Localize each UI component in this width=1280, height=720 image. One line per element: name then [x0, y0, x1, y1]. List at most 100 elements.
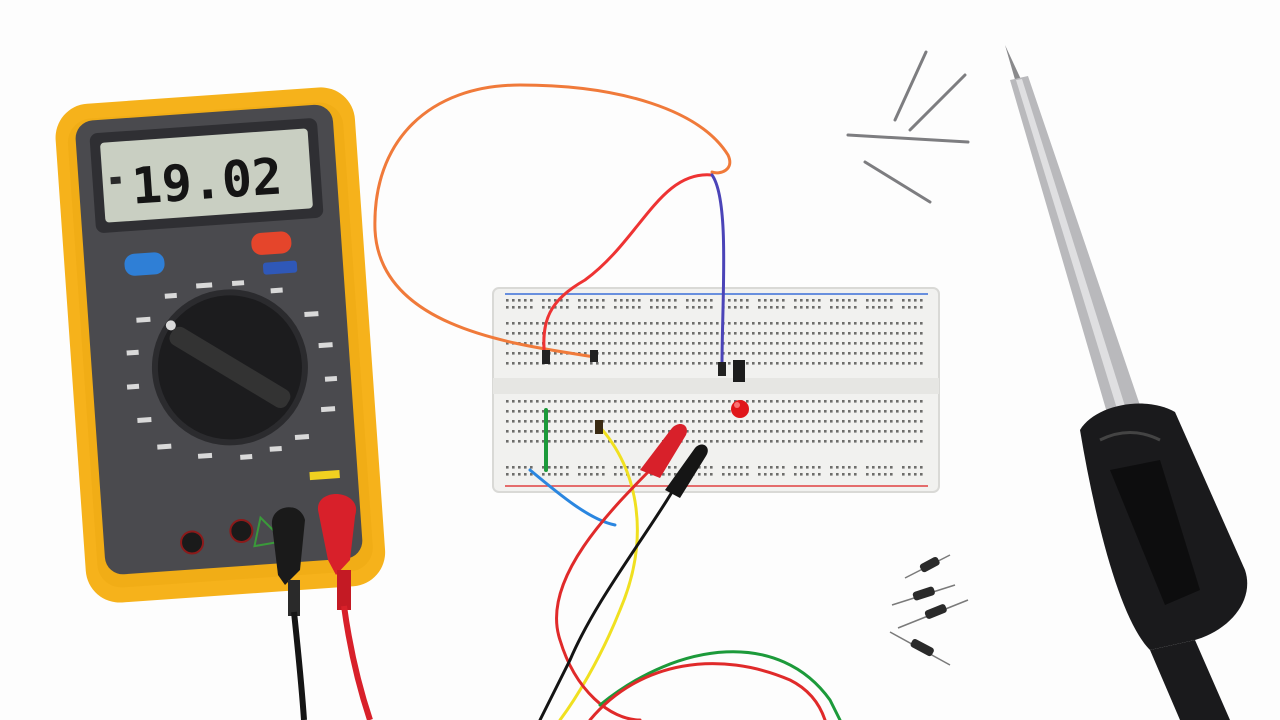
breadboard-hole	[722, 473, 725, 476]
breadboard-hole	[638, 440, 641, 443]
breadboard-hole	[578, 466, 581, 469]
breadboard-hole	[758, 410, 761, 413]
breadboard-hole	[884, 306, 887, 309]
breadboard-hole	[530, 430, 533, 433]
breadboard-hole	[788, 342, 791, 345]
breadboard-hole	[584, 440, 587, 443]
breadboard-hole	[674, 306, 677, 309]
breadboard-hole	[890, 420, 893, 423]
breadboard-hole	[782, 466, 785, 469]
breadboard-hole	[878, 306, 881, 309]
breadboard-hole	[548, 420, 551, 423]
breadboard-hole	[602, 440, 605, 443]
breadboard-hole	[770, 322, 773, 325]
breadboard-hole	[704, 322, 707, 325]
breadboard-hole	[632, 440, 635, 443]
breadboard-hole	[776, 440, 779, 443]
breadboard-hole	[842, 352, 845, 355]
breadboard-hole	[518, 430, 521, 433]
breadboard-hole	[620, 400, 623, 403]
breadboard-hole	[848, 322, 851, 325]
breadboard-hole	[542, 400, 545, 403]
breadboard-hole	[560, 466, 563, 469]
breadboard-hole	[524, 440, 527, 443]
breadboard-hole	[524, 420, 527, 423]
breadboard-hole	[710, 473, 713, 476]
breadboard-hole	[728, 342, 731, 345]
breadboard-hole	[902, 306, 905, 309]
breadboard-hole	[842, 342, 845, 345]
breadboard-hole	[878, 420, 881, 423]
breadboard-hole	[584, 322, 587, 325]
breadboard-hole	[578, 440, 581, 443]
breadboard-hole	[638, 362, 641, 365]
breadboard-hole	[878, 473, 881, 476]
breadboard-hole	[836, 440, 839, 443]
breadboard-hole	[866, 466, 869, 469]
breadboard-hole	[506, 362, 509, 365]
breadboard-hole	[524, 332, 527, 335]
breadboard-hole	[608, 420, 611, 423]
breadboard-hole	[920, 466, 923, 469]
red-button[interactable]	[251, 231, 292, 256]
breadboard-hole	[812, 473, 815, 476]
breadboard-hole	[878, 440, 881, 443]
breadboard-hole	[506, 473, 509, 476]
breadboard-hole	[758, 352, 761, 355]
breadboard-hole	[800, 362, 803, 365]
breadboard-hole	[650, 299, 653, 302]
breadboard-hole	[518, 299, 521, 302]
dial-knob[interactable]	[166, 324, 293, 411]
resistor-4	[910, 639, 934, 657]
breadboard-hole	[860, 332, 863, 335]
breadboard-hole	[878, 342, 881, 345]
breadboard-hole	[902, 362, 905, 365]
breadboard-hole	[776, 473, 779, 476]
breadboard-hole	[878, 466, 881, 469]
breadboard-hole	[554, 362, 557, 365]
voltage-label	[309, 469, 340, 481]
breadboard-hole	[602, 342, 605, 345]
breadboard-hole	[782, 473, 785, 476]
breadboard-hole	[758, 466, 761, 469]
breadboard-hole	[740, 420, 743, 423]
breadboard-hole	[788, 400, 791, 403]
breadboard-hole	[656, 400, 659, 403]
breadboard-hole	[590, 400, 593, 403]
breadboard-hole	[758, 322, 761, 325]
breadboard-hole	[686, 362, 689, 365]
breadboard-hole	[764, 466, 767, 469]
breadboard-hole	[614, 440, 617, 443]
breadboard-hole	[716, 362, 719, 365]
breadboard-hole	[668, 352, 671, 355]
breadboard-hole	[842, 362, 845, 365]
breadboard-hole	[548, 430, 551, 433]
breadboard-hole	[650, 400, 653, 403]
breadboard-hole	[656, 420, 659, 423]
breadboard-hole	[578, 473, 581, 476]
breadboard-hole	[620, 466, 623, 469]
breadboard-hole	[770, 430, 773, 433]
breadboard-hole	[662, 322, 665, 325]
breadboard-hole	[614, 306, 617, 309]
lcd-reading: 19.02	[130, 147, 284, 215]
blue-button[interactable]	[124, 252, 165, 277]
breadboard-hole	[548, 322, 551, 325]
breadboard-hole	[536, 440, 539, 443]
jack-10a[interactable]	[180, 530, 205, 555]
breadboard-hole	[914, 342, 917, 345]
breadboard-hole	[740, 440, 743, 443]
breadboard-hole	[878, 322, 881, 325]
breadboard-hole	[620, 473, 623, 476]
jack-ma[interactable]	[229, 518, 254, 543]
breadboard-hole	[758, 430, 761, 433]
breadboard-hole	[644, 332, 647, 335]
breadboard-hole	[566, 420, 569, 423]
breadboard-hole	[854, 440, 857, 443]
breadboard-hole	[704, 473, 707, 476]
breadboard-hole	[716, 352, 719, 355]
breadboard-hole	[890, 322, 893, 325]
breadboard-hole	[830, 362, 833, 365]
breadboard-hole	[620, 420, 623, 423]
breadboard-hole	[614, 342, 617, 345]
